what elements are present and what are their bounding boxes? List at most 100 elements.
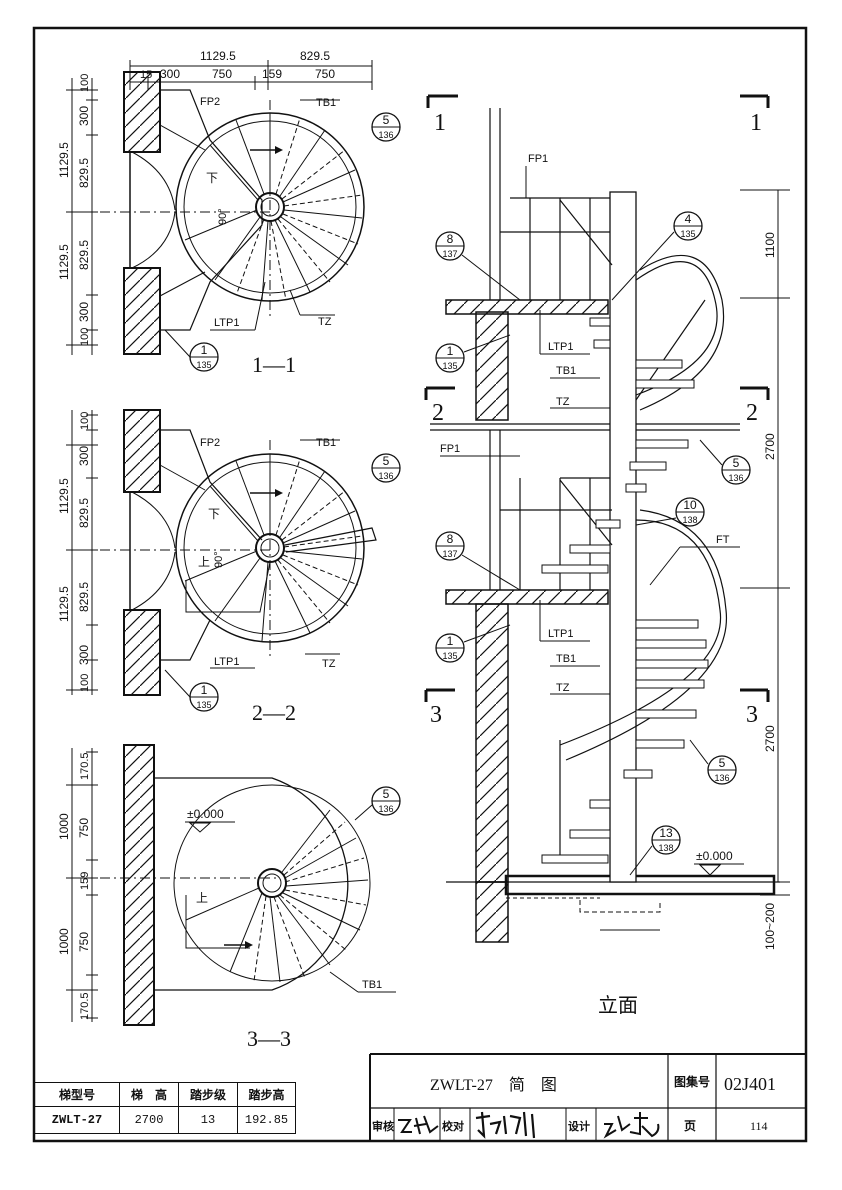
label-fp1-lower: FP1 bbox=[440, 443, 460, 455]
drawing-title: ZWLT-27 简 图 bbox=[430, 1076, 557, 1094]
label-angle: 90° bbox=[217, 208, 229, 225]
svg-text:10: 10 bbox=[683, 498, 697, 512]
section-title: 1—1 bbox=[252, 352, 296, 377]
ref-a-bottom: 136 bbox=[378, 130, 393, 140]
spec-cell-height: 2700 bbox=[119, 1106, 179, 1134]
ref-1-135-lower: 1 135 bbox=[435, 624, 511, 663]
page-label: 页 bbox=[684, 1119, 696, 1133]
page-no: 114 bbox=[750, 1119, 768, 1133]
svg-text:136: 136 bbox=[728, 473, 743, 483]
label-tz: TZ bbox=[322, 658, 336, 670]
spec-table: 梯型号 梯 高 踏步级 踏步高 ZWLT-27 2700 13 192.85 bbox=[34, 1081, 296, 1134]
ref-b-top: 1 bbox=[201, 683, 208, 697]
spec-cell-type: ZWLT-27 bbox=[34, 1106, 120, 1134]
dim-left-3: 750 bbox=[77, 818, 91, 838]
elevation-title: 立面 bbox=[598, 994, 638, 1017]
svg-text:138: 138 bbox=[658, 843, 673, 853]
svg-text:5: 5 bbox=[719, 756, 726, 770]
ref-13-138: 13 138 bbox=[629, 825, 681, 876]
dim-right-2: 2700 bbox=[763, 433, 777, 460]
dim-left-5: 829.5 bbox=[77, 582, 91, 612]
label-tz-upper: TZ bbox=[556, 396, 570, 408]
dim-left-4: 829.5 bbox=[77, 498, 91, 528]
svg-text:13: 13 bbox=[659, 826, 673, 840]
ref-a-bottom: 136 bbox=[378, 804, 393, 814]
section-3-3-plan: 170.5 1000 750 159 1000 750 170.5 ±0.000… bbox=[57, 744, 401, 1051]
label-tb1: TB1 bbox=[362, 979, 382, 991]
dim-left-7: 300 bbox=[77, 302, 91, 322]
sheet-frame bbox=[32, 26, 808, 1143]
ref-a-top: 5 bbox=[383, 787, 390, 801]
atlas-label: 图集号 bbox=[674, 1074, 710, 1089]
spec-cell-rise: 192.85 bbox=[237, 1106, 296, 1134]
label-ltp1-lower: LTP1 bbox=[548, 628, 573, 640]
dim-left-4: 829.5 bbox=[77, 158, 91, 188]
check-label: 校对 bbox=[442, 1119, 464, 1133]
design-label: 设计 bbox=[568, 1119, 590, 1133]
dim-left-3: 1129.5 bbox=[57, 478, 71, 514]
ref-b-bottom: 135 bbox=[196, 360, 211, 370]
label-tb1: TB1 bbox=[316, 437, 336, 449]
dim-sub-2: 300 bbox=[160, 67, 180, 81]
dim-sub-4: 159 bbox=[262, 67, 282, 81]
dim-left-6: 1129.5 bbox=[57, 244, 71, 280]
svg-text:1: 1 bbox=[447, 634, 454, 648]
label-tb1-upper: TB1 bbox=[556, 365, 576, 377]
svg-text:138: 138 bbox=[682, 515, 697, 525]
dim-left-5: 829.5 bbox=[77, 240, 91, 270]
label-fp1-upper: FP1 bbox=[528, 153, 548, 165]
label-angle: 90° bbox=[213, 551, 225, 568]
dim-top-2: 829.5 bbox=[300, 49, 330, 63]
ref-b-bottom: 135 bbox=[196, 700, 211, 710]
spec-header-type: 梯型号 bbox=[34, 1081, 120, 1108]
dim-left-3: 1129.5 bbox=[57, 142, 71, 178]
svg-text:5: 5 bbox=[733, 456, 740, 470]
dim-right-3: 2700 bbox=[763, 725, 777, 752]
marker-3-left: 3 bbox=[430, 702, 442, 728]
marker-3-right: 3 bbox=[746, 702, 758, 728]
spec-header-height: 梯 高 bbox=[119, 1081, 179, 1108]
signature-review bbox=[398, 1115, 439, 1135]
ref-4-135: 4 135 bbox=[611, 211, 703, 301]
dim-left-2: 300 bbox=[77, 106, 91, 126]
svg-text:135: 135 bbox=[680, 229, 695, 239]
label-down: 下 bbox=[208, 507, 220, 521]
label-fp2: FP2 bbox=[200, 96, 220, 108]
ref-a-top: 5 bbox=[383, 113, 390, 127]
dim-top-1: 1129.5 bbox=[200, 49, 236, 63]
label-ltp1-upper: LTP1 bbox=[548, 341, 573, 353]
ref-8-137-lower: 8 137 bbox=[435, 531, 521, 591]
signature-design bbox=[603, 1112, 660, 1139]
section-title: 3—3 bbox=[247, 1026, 291, 1051]
ref-a-top: 5 bbox=[383, 454, 390, 468]
dim-left-8: 100 bbox=[79, 674, 91, 692]
dim-left-8: 100 bbox=[79, 328, 91, 346]
svg-text:137: 137 bbox=[442, 549, 457, 559]
label-ltp1: LTP1 bbox=[214, 317, 239, 329]
label-tb1: TB1 bbox=[316, 97, 336, 109]
dim-left-6: 750 bbox=[77, 932, 91, 952]
atlas-no: 02J401 bbox=[724, 1074, 776, 1094]
svg-text:135: 135 bbox=[442, 651, 457, 661]
spec-cell-steps: 13 bbox=[178, 1106, 238, 1134]
svg-text:136: 136 bbox=[714, 773, 729, 783]
ref-1-135-upper: 1 135 bbox=[435, 334, 511, 373]
ref-10-138: 10 138 bbox=[635, 497, 705, 527]
svg-text:1: 1 bbox=[447, 344, 454, 358]
ref-5-136-lower: 5 136 bbox=[689, 739, 737, 785]
ref-5-136-upper: 5 136 bbox=[699, 439, 751, 485]
dim-left-1: 100 bbox=[79, 74, 91, 92]
svg-text:135: 135 bbox=[442, 361, 457, 371]
dim-left-2: 1000 bbox=[57, 813, 71, 840]
label-level: ±0.000 bbox=[187, 807, 224, 821]
label-tz-lower: TZ bbox=[556, 682, 570, 694]
dim-left-7: 300 bbox=[77, 645, 91, 665]
dim-left-2: 300 bbox=[77, 446, 91, 466]
svg-text:8: 8 bbox=[447, 532, 454, 546]
svg-text:137: 137 bbox=[442, 249, 457, 259]
dim-left-6: 1129.5 bbox=[57, 586, 71, 622]
svg-text:8: 8 bbox=[447, 232, 454, 246]
review-label: 审核 bbox=[372, 1119, 394, 1133]
dim-left-1: 170.5 bbox=[79, 752, 91, 780]
